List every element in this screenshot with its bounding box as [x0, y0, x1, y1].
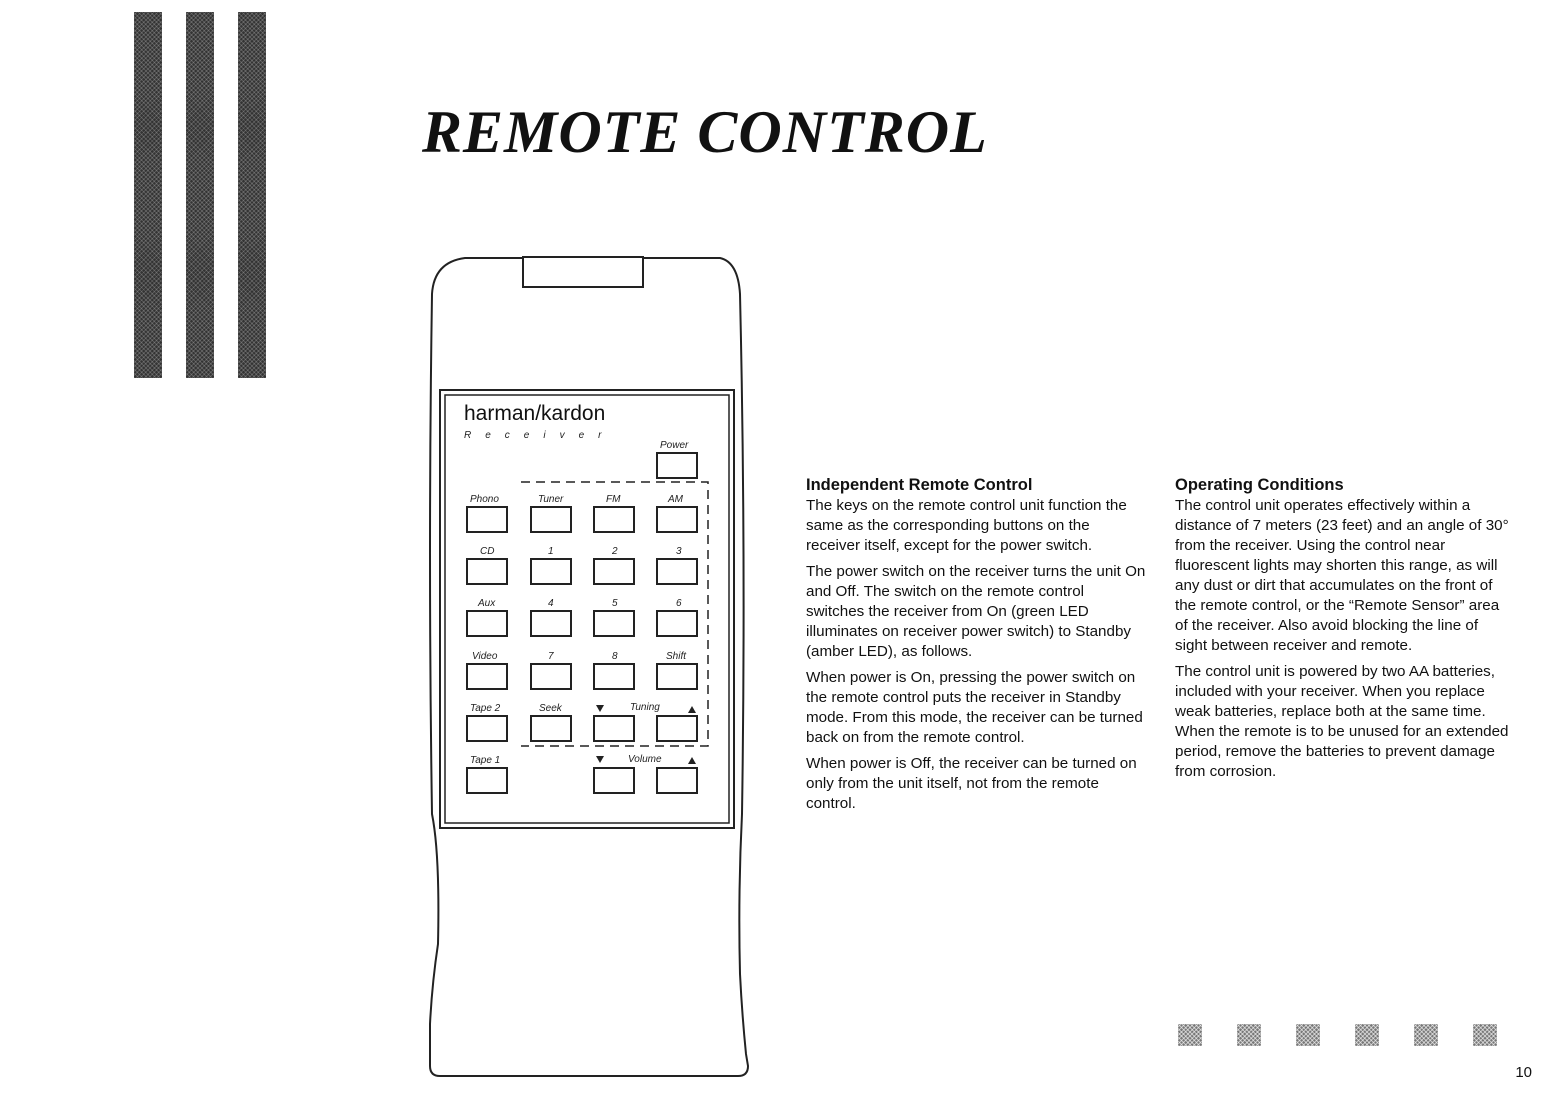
tuning-down-button[interactable]: [593, 715, 635, 742]
label-key-8: 8: [612, 651, 618, 662]
key-7-button[interactable]: [530, 663, 572, 690]
label-key-7: 7: [548, 651, 554, 662]
label-power: Power: [660, 440, 689, 451]
volume-up-button[interactable]: [656, 767, 698, 794]
label-key-3: 3: [676, 546, 682, 557]
label-fm: FM: [606, 494, 621, 505]
faceplate-outer: [439, 389, 735, 829]
label-key-1: 1: [548, 546, 554, 557]
label-am: AM: [667, 494, 684, 505]
volume-up-arrow-icon: [688, 757, 696, 764]
paragraph: The control unit operates effectively wi…: [1175, 497, 1509, 654]
paragraph: The power switch on the receiver turns t…: [806, 563, 1146, 660]
label-key-6: 6: [676, 598, 682, 609]
volume-down-button[interactable]: [593, 767, 635, 794]
label-seek: Seek: [539, 703, 563, 714]
key-5-button[interactable]: [593, 610, 635, 637]
label-key-5: 5: [612, 598, 618, 609]
decorative-square: [1296, 1024, 1320, 1046]
page-title: REMOTE CONTROL: [422, 99, 988, 165]
am-button[interactable]: [656, 506, 698, 533]
decorative-square: [1473, 1024, 1497, 1046]
key-4-button[interactable]: [530, 610, 572, 637]
tuning-up-arrow-icon: [688, 706, 696, 713]
label-key-2: 2: [611, 546, 618, 557]
tape2-button[interactable]: [466, 715, 508, 742]
decorative-stripe: [186, 12, 214, 378]
power-button[interactable]: [656, 452, 698, 479]
faceplate-inner: [444, 394, 730, 824]
tuning-down-arrow-icon: [596, 705, 604, 712]
decorative-stripe: [238, 12, 266, 378]
brand-logo: harman/kardon: [464, 402, 605, 425]
page-number: 10: [1515, 1064, 1532, 1081]
paragraph: The keys on the remote control unit func…: [806, 497, 1127, 554]
section-independent-remote-control: Independent Remote Control The keys on t…: [806, 474, 1146, 820]
label-aux: Aux: [477, 598, 496, 609]
key-1-button[interactable]: [530, 558, 572, 585]
section-heading: Independent Remote Control: [806, 476, 1033, 494]
volume-down-arrow-icon: [596, 756, 604, 763]
decorative-square: [1237, 1024, 1261, 1046]
label-key-4: 4: [548, 598, 554, 609]
label-tuner: Tuner: [538, 494, 564, 505]
paragraph: When power is Off, the receiver can be t…: [806, 755, 1137, 812]
brand-subtitle: Receiver: [464, 430, 615, 441]
label-shift: Shift: [666, 651, 687, 662]
dashed-keypad-region: [521, 481, 709, 747]
shift-button[interactable]: [656, 663, 698, 690]
aux-button[interactable]: [466, 610, 508, 637]
label-phono: Phono: [470, 494, 499, 505]
decorative-stripe: [134, 12, 162, 378]
key-8-button[interactable]: [593, 663, 635, 690]
video-button[interactable]: [466, 663, 508, 690]
label-cd: CD: [480, 546, 494, 557]
phono-button[interactable]: [466, 506, 508, 533]
label-tuning: Tuning: [630, 702, 660, 713]
tape1-button[interactable]: [466, 767, 508, 794]
paragraph: The control unit is powered by two AA ba…: [1175, 663, 1509, 780]
fm-button[interactable]: [593, 506, 635, 533]
key-3-button[interactable]: [656, 558, 698, 585]
remote-control-illustration: harman/kardon Receiver Power Phono Tuner…: [429, 256, 750, 1077]
key-6-button[interactable]: [656, 610, 698, 637]
section-heading: Operating Conditions: [1175, 476, 1344, 494]
key-2-button[interactable]: [593, 558, 635, 585]
decorative-square: [1355, 1024, 1379, 1046]
label-video: Video: [472, 651, 498, 662]
label-tape1: Tape 1: [470, 755, 500, 766]
section-operating-conditions: Operating Conditions The control unit op…: [1175, 474, 1510, 788]
tuning-up-button[interactable]: [656, 715, 698, 742]
cd-button[interactable]: [466, 558, 508, 585]
decorative-square: [1178, 1024, 1202, 1046]
label-volume: Volume: [628, 754, 662, 765]
decorative-square: [1414, 1024, 1438, 1046]
tuner-button[interactable]: [530, 506, 572, 533]
label-tape2: Tape 2: [470, 703, 501, 714]
paragraph: When power is On, pressing the power swi…: [806, 669, 1143, 746]
ir-emitter-window: [522, 256, 644, 288]
seek-button[interactable]: [530, 715, 572, 742]
